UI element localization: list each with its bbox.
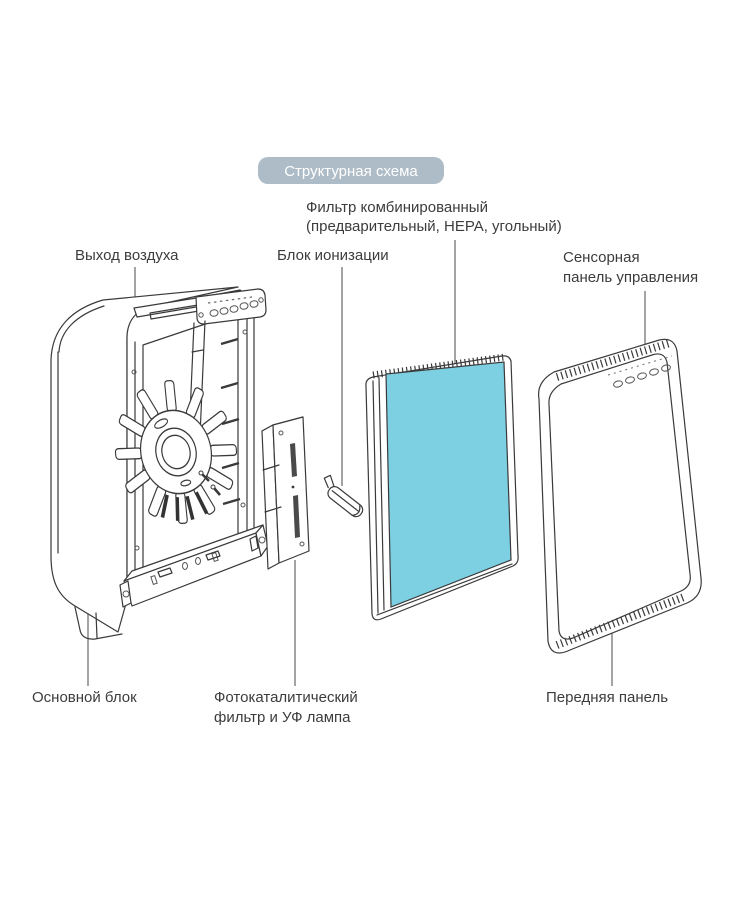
filter-frame-line	[376, 563, 513, 616]
touch-panel-icons	[607, 355, 673, 388]
label-touch-panel-line2: панель управления	[563, 269, 698, 286]
touch-button-icon	[613, 380, 623, 388]
base-bracket-left	[119, 580, 132, 608]
front-panel-inner	[548, 353, 691, 640]
touch-button-icon	[661, 364, 671, 372]
label-photocatalytic-line1: Фотокаталитический	[214, 689, 358, 706]
fan-hub-slot	[154, 418, 169, 429]
combined-filter-drawing	[365, 353, 519, 621]
fan-hub-hole	[161, 434, 191, 470]
ionizer-cap	[351, 505, 361, 516]
label-photocatalytic-line2: фильтр и УФ лампа	[214, 709, 351, 726]
label-touch-panel-line1: Сенсорная	[563, 249, 640, 266]
unit-button-icon	[229, 305, 239, 313]
base-bar	[119, 524, 269, 608]
label-front-panel: Передняя панель	[546, 689, 668, 706]
base-slot	[150, 574, 158, 586]
label-combined-filter-line1: Фильтр комбинированный	[306, 199, 488, 216]
ionizer-line	[331, 490, 360, 513]
label-air-outlet: Выход воздуха	[75, 247, 179, 264]
filter-frame-line	[378, 377, 385, 611]
frame-hole	[134, 545, 140, 551]
bracket-hole	[122, 590, 130, 598]
photo-filter-hole	[278, 430, 284, 436]
base-tab	[205, 550, 221, 561]
filter-frame-line	[372, 380, 379, 614]
touch-panel-markings	[607, 355, 673, 376]
base-tab	[157, 567, 173, 578]
filter-media-surface	[385, 361, 512, 608]
photo-filter-dot	[291, 485, 295, 489]
badge-background	[258, 157, 444, 184]
base-hole	[182, 562, 188, 570]
touch-button-icon	[625, 376, 635, 384]
frame-hole	[242, 329, 248, 335]
frame-hole	[240, 502, 246, 508]
unit-foot	[74, 606, 123, 640]
photo-filter-seam	[262, 464, 280, 471]
front-panel-outer	[537, 338, 702, 654]
fan-shading	[160, 491, 209, 521]
fan-impeller	[114, 379, 238, 525]
photo-filter-hole	[299, 541, 305, 547]
bracket-hole	[258, 536, 266, 544]
screw-icon	[198, 470, 221, 496]
base-bracket-right	[249, 535, 259, 552]
photo-filter-slot	[290, 443, 297, 477]
frame-hole	[131, 369, 137, 375]
strip-hole	[198, 312, 204, 318]
unit-button-icon	[219, 307, 229, 315]
ionization-block-drawing	[323, 474, 364, 518]
diagram-title-badge: Структурная схема	[258, 157, 444, 184]
front-panel-drawing	[537, 338, 702, 654]
ionizer-clip	[323, 474, 335, 489]
touch-button-icon	[637, 372, 647, 380]
unit-button-icon	[239, 302, 249, 310]
unit-button-icon	[209, 309, 219, 317]
photo-filter-front	[272, 416, 310, 564]
shell-corner-line	[58, 305, 105, 353]
base-hole	[195, 557, 201, 565]
strip-markings	[207, 296, 253, 304]
strip-hole	[258, 297, 264, 303]
label-main-unit: Основной блок	[32, 689, 137, 706]
touch-button-icon	[649, 368, 659, 376]
unit-foot-line	[95, 612, 98, 639]
main-unit-drawing	[50, 286, 269, 640]
fan-blades	[114, 379, 238, 525]
photo-filter-slot	[293, 495, 300, 538]
base-slot	[211, 551, 219, 563]
badge-label: Структурная схема	[284, 163, 418, 180]
photo-filter-seam	[264, 506, 282, 513]
part-labels: Фильтр комбинированный (предварительный,…	[32, 199, 698, 726]
photocatalytic-filter-drawing	[261, 416, 310, 570]
unit-button-icon	[249, 300, 259, 308]
top-control-strip	[195, 288, 267, 325]
fan-hub-slot	[180, 479, 192, 487]
label-ionization-block: Блок ионизации	[277, 247, 389, 264]
label-combined-filter-line2: (предварительный, HEPA, угольный)	[306, 218, 562, 235]
